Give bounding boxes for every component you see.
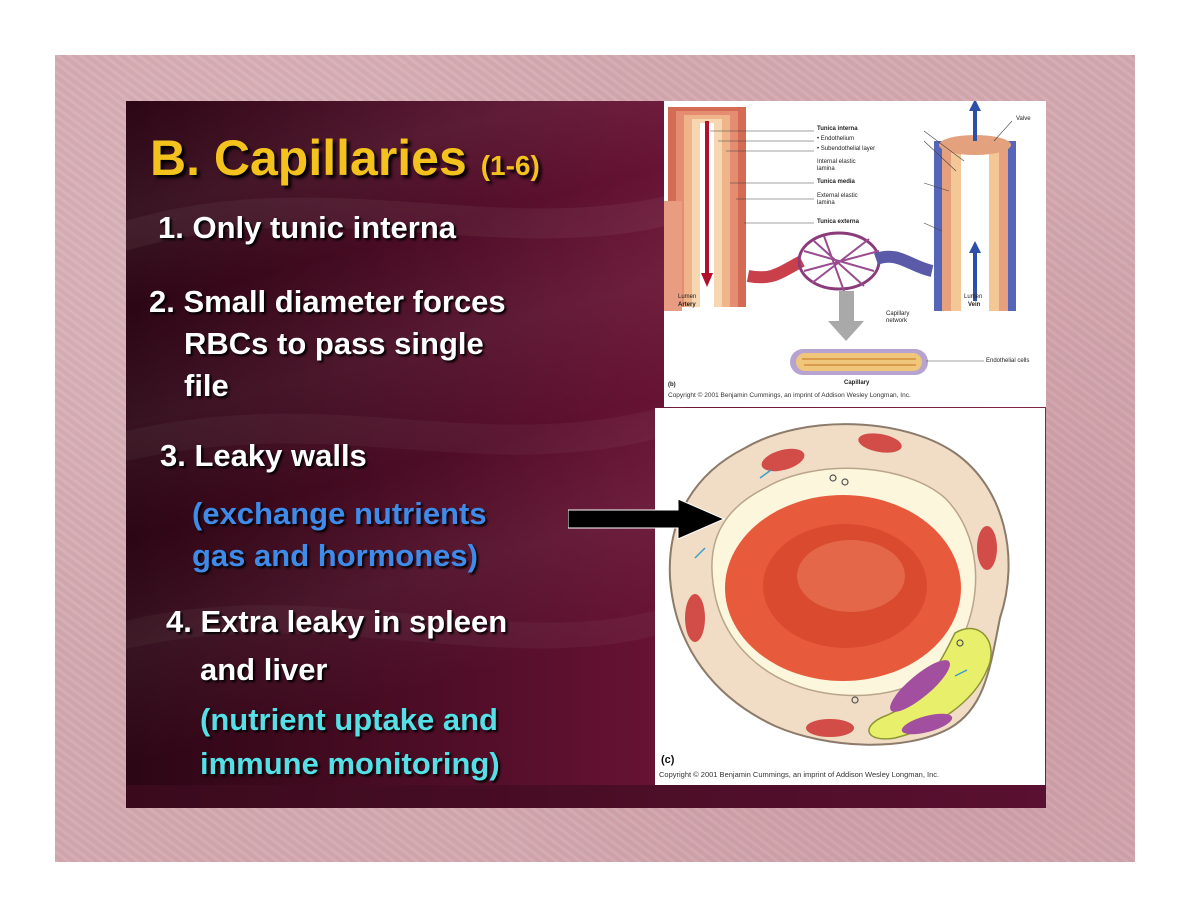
slide-swoosh-decoration (126, 191, 686, 649)
label-tunica-media: Tunica media (817, 179, 855, 185)
bullet-1: 1. Only tunic interna (158, 210, 456, 245)
bullet-4-line-3: (nutrient uptake and (200, 702, 498, 737)
bullet-2-line-2: RBCs to pass single (184, 326, 484, 361)
label-endothelium: • Endothelium (817, 136, 855, 142)
label-artery: Artery (678, 302, 696, 308)
vessel-diagram-illustration (664, 101, 1016, 375)
slide-title: B. Capillaries (1-6) (150, 130, 540, 186)
bullet-2-line-1: 2. Small diameter forces (149, 284, 506, 319)
label-external-elastic-2: lamina (817, 200, 835, 206)
figure-b-copyright: Copyright © 2001 Benjamin Cummings, an i… (668, 392, 911, 399)
label-figure-b-letter: (b) (668, 382, 676, 388)
slide-bottom-band (126, 785, 1046, 808)
figure-c-copyright: Copyright © 2001 Benjamin Cummings, an i… (659, 770, 940, 779)
bullet-3-line-1: 3. Leaky walls (160, 438, 367, 473)
label-valve: Valve (1016, 116, 1031, 122)
label-endothelial-cells: Endothelial cells (986, 358, 1030, 364)
bullet-3-line-3: gas and hormones) (192, 538, 478, 573)
pointer-arrow-icon (568, 498, 726, 540)
capillary-cross-section-illustration (668, 423, 1010, 746)
label-capillary: Capillary (844, 380, 870, 386)
bullet-4-line-1: 4. Extra leaky in spleen (166, 604, 508, 639)
bullet-4-line-4: immune monitoring) (200, 746, 500, 781)
label-subendothelial: • Subendothelial layer (817, 146, 876, 152)
figure-c-capillary-cross-section: (c) Copyright © 2001 Benjamin Cummings, … (655, 408, 1045, 786)
label-external-elastic-1: External elastic (817, 193, 858, 199)
bullet-2-line-3: file (184, 368, 229, 403)
label-lumen-right: Lumen (964, 294, 983, 300)
figure-b-blood-vessels: Tunica interna • Endothelium • Subendoth… (664, 101, 1046, 407)
label-figure-c-letter: (c) (661, 754, 675, 766)
label-lumen-left: Lumen (678, 294, 697, 300)
label-tunica-interna: Tunica interna (817, 126, 858, 132)
label-vein: Vein (968, 302, 981, 308)
label-capillary-network-2: network (886, 318, 908, 324)
bullet-3-line-2: (exchange nutrients (192, 496, 487, 531)
label-capillary-network-1: Capillary (886, 311, 910, 317)
label-internal-elastic-1: Internal elastic (817, 159, 856, 165)
label-tunica-externa: Tunica externa (817, 219, 859, 225)
label-internal-elastic-2: lamina (817, 166, 835, 172)
bullet-4-line-2: and liver (200, 652, 328, 687)
